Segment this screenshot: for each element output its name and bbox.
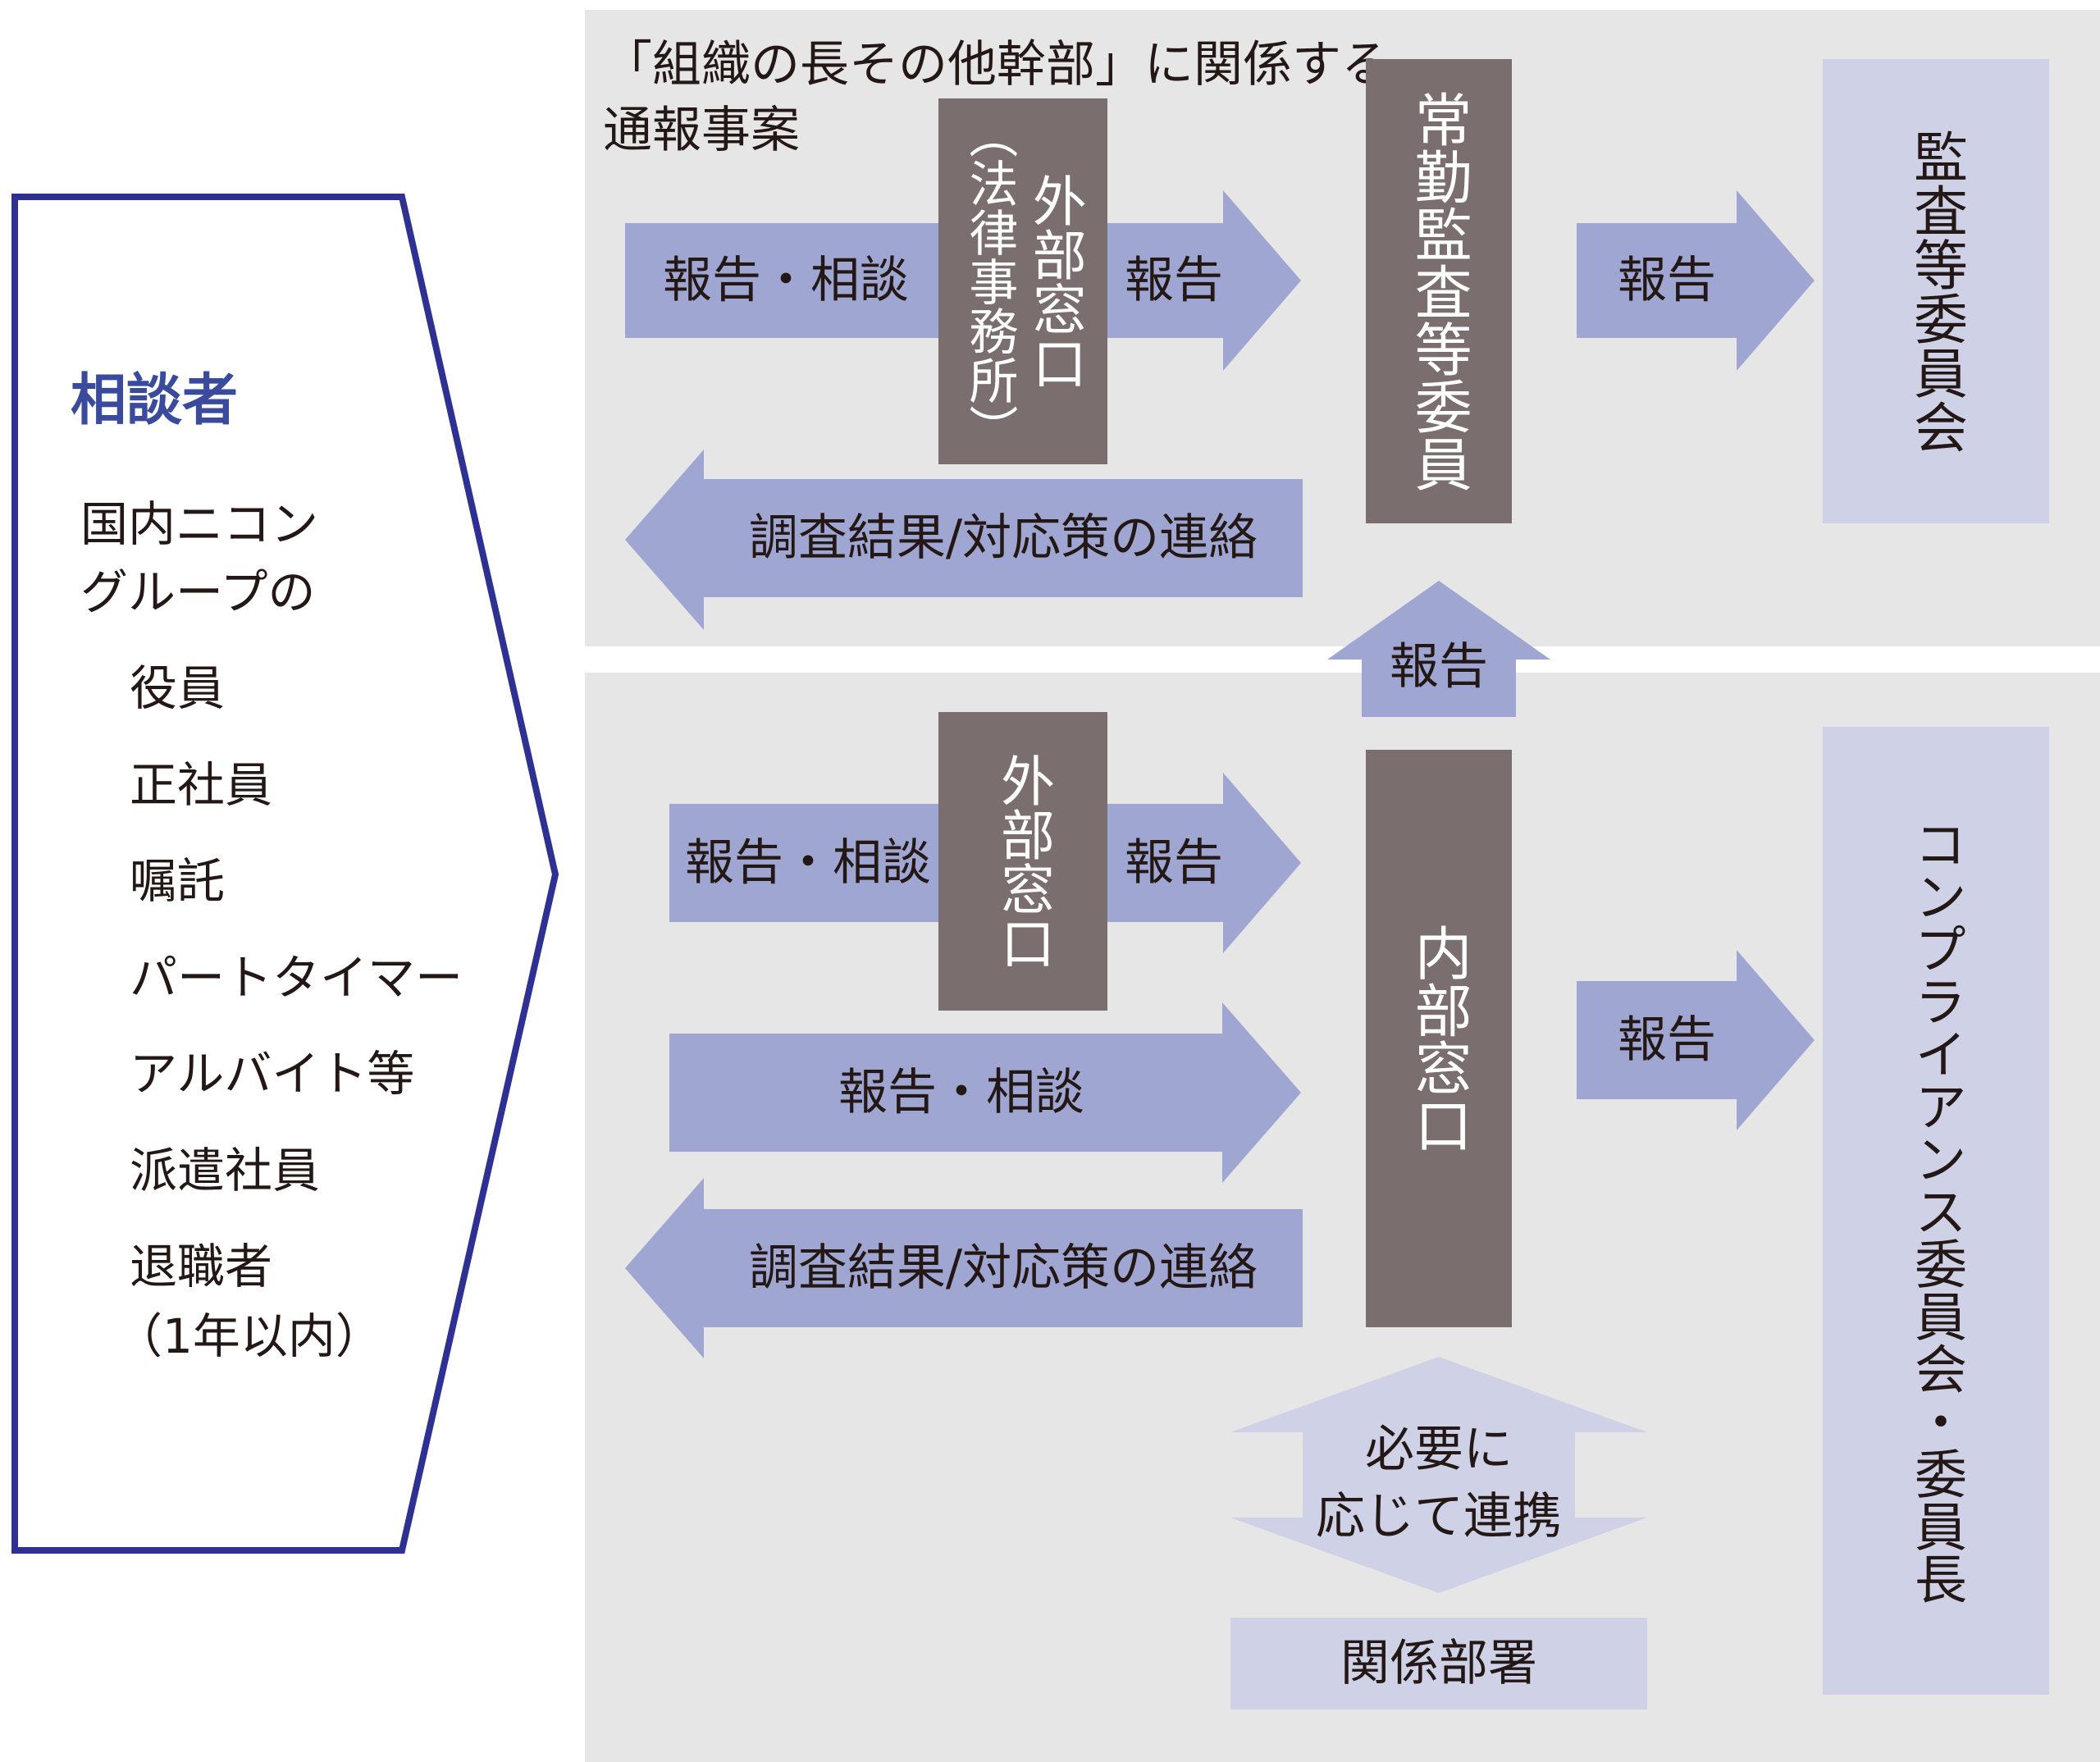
consultant-line: 派遣社員: [130, 1143, 321, 1198]
bottom-arrow-report-consult-2-label: 報告・相談: [838, 1064, 1084, 1121]
cooperate-label-line1: 必要に: [1365, 1421, 1513, 1478]
consultant-line: 役員: [130, 660, 226, 716]
consultant-line: パートタイマー: [130, 950, 463, 1006]
related-department-box: 関係部署: [1230, 1618, 1647, 1710]
top-arrow-report-2-label: 報告: [1618, 252, 1716, 309]
bottom-arrow-result-label: 調査結果/対応策の連絡: [748, 1239, 1258, 1297]
bottom-arrow-report-1-label: 報告: [1125, 834, 1223, 892]
top-arrow-result: [625, 450, 1303, 630]
bottom-arrow-report-consult-1: [669, 804, 947, 922]
consultant-line: アルバイト等: [130, 1046, 415, 1102]
top-arrow-report-2: [1577, 190, 1815, 371]
standing-auditor-box: 常勤監査等委員: [1366, 59, 1512, 523]
bottom-arrow-report-consult-2: [669, 1002, 1301, 1183]
consultant-line: （1年以内）: [115, 1308, 383, 1364]
consultant-line: 正社員: [130, 757, 273, 813]
top-arrow-report-consult: [625, 223, 947, 338]
consultant-title: 相談者: [71, 368, 239, 433]
top-arrow-report-1: [1104, 190, 1301, 371]
top-arrow-report-consult-label: 報告・相談: [663, 252, 909, 309]
internal-window-label: 内部窓口: [1405, 924, 1473, 1153]
consultant-line: 退職者: [130, 1239, 273, 1294]
bottom-arrow-report-2-label: 報告: [1618, 1011, 1716, 1069]
top-external-window-label: 外部窓口: [1023, 173, 1087, 390]
consultant-line: 嘱託: [130, 853, 226, 909]
bottom-arrow-result: [625, 1178, 1303, 1358]
bottom-external-window-label: 外部窓口: [991, 753, 1055, 970]
bottom-arrow-report-2: [1577, 950, 1815, 1130]
top-external-window-sub: （法律事務所）: [960, 109, 1018, 454]
top-caption-line2: 通報事案: [603, 102, 800, 159]
consultant-line: グループの: [80, 564, 316, 620]
middle-arrow-report-label: 報告: [1390, 638, 1488, 696]
bottom-arrow-report-1: [1104, 773, 1301, 953]
consultant-pentagon: [11, 194, 559, 1554]
top-arrow-result-label: 調査結果/対応策の連絡: [748, 509, 1258, 567]
standing-auditor-label: 常勤監査等委員: [1405, 90, 1473, 492]
internal-window-box: 内部窓口: [1366, 750, 1512, 1327]
compliance-committee-label: コンプライアンス委員会・委員長: [1906, 817, 1966, 1605]
cooperate-double-arrow: [1230, 1357, 1647, 1593]
consultant-line: 国内ニコン: [80, 496, 319, 552]
cooperate-label-line2: 応じて連携: [1316, 1488, 1562, 1545]
audit-committee-box: 監査等委員会: [1823, 59, 2049, 523]
bottom-external-window-box: 外部窓口: [938, 712, 1107, 1011]
top-external-window-box: （法律事務所） 外部窓口: [938, 98, 1107, 464]
top-arrow-report-1-label: 報告: [1125, 252, 1223, 309]
middle-arrow-report-up: [1327, 581, 1550, 717]
bottom-arrow-report-consult-1-label: 報告・相談: [685, 834, 931, 892]
audit-committee-label: 監査等委員会: [1904, 129, 1968, 454]
compliance-committee-box: コンプライアンス委員会・委員長: [1823, 727, 2049, 1695]
top-caption-line1: 「組織の長その他幹部」に関係する: [603, 36, 1390, 94]
